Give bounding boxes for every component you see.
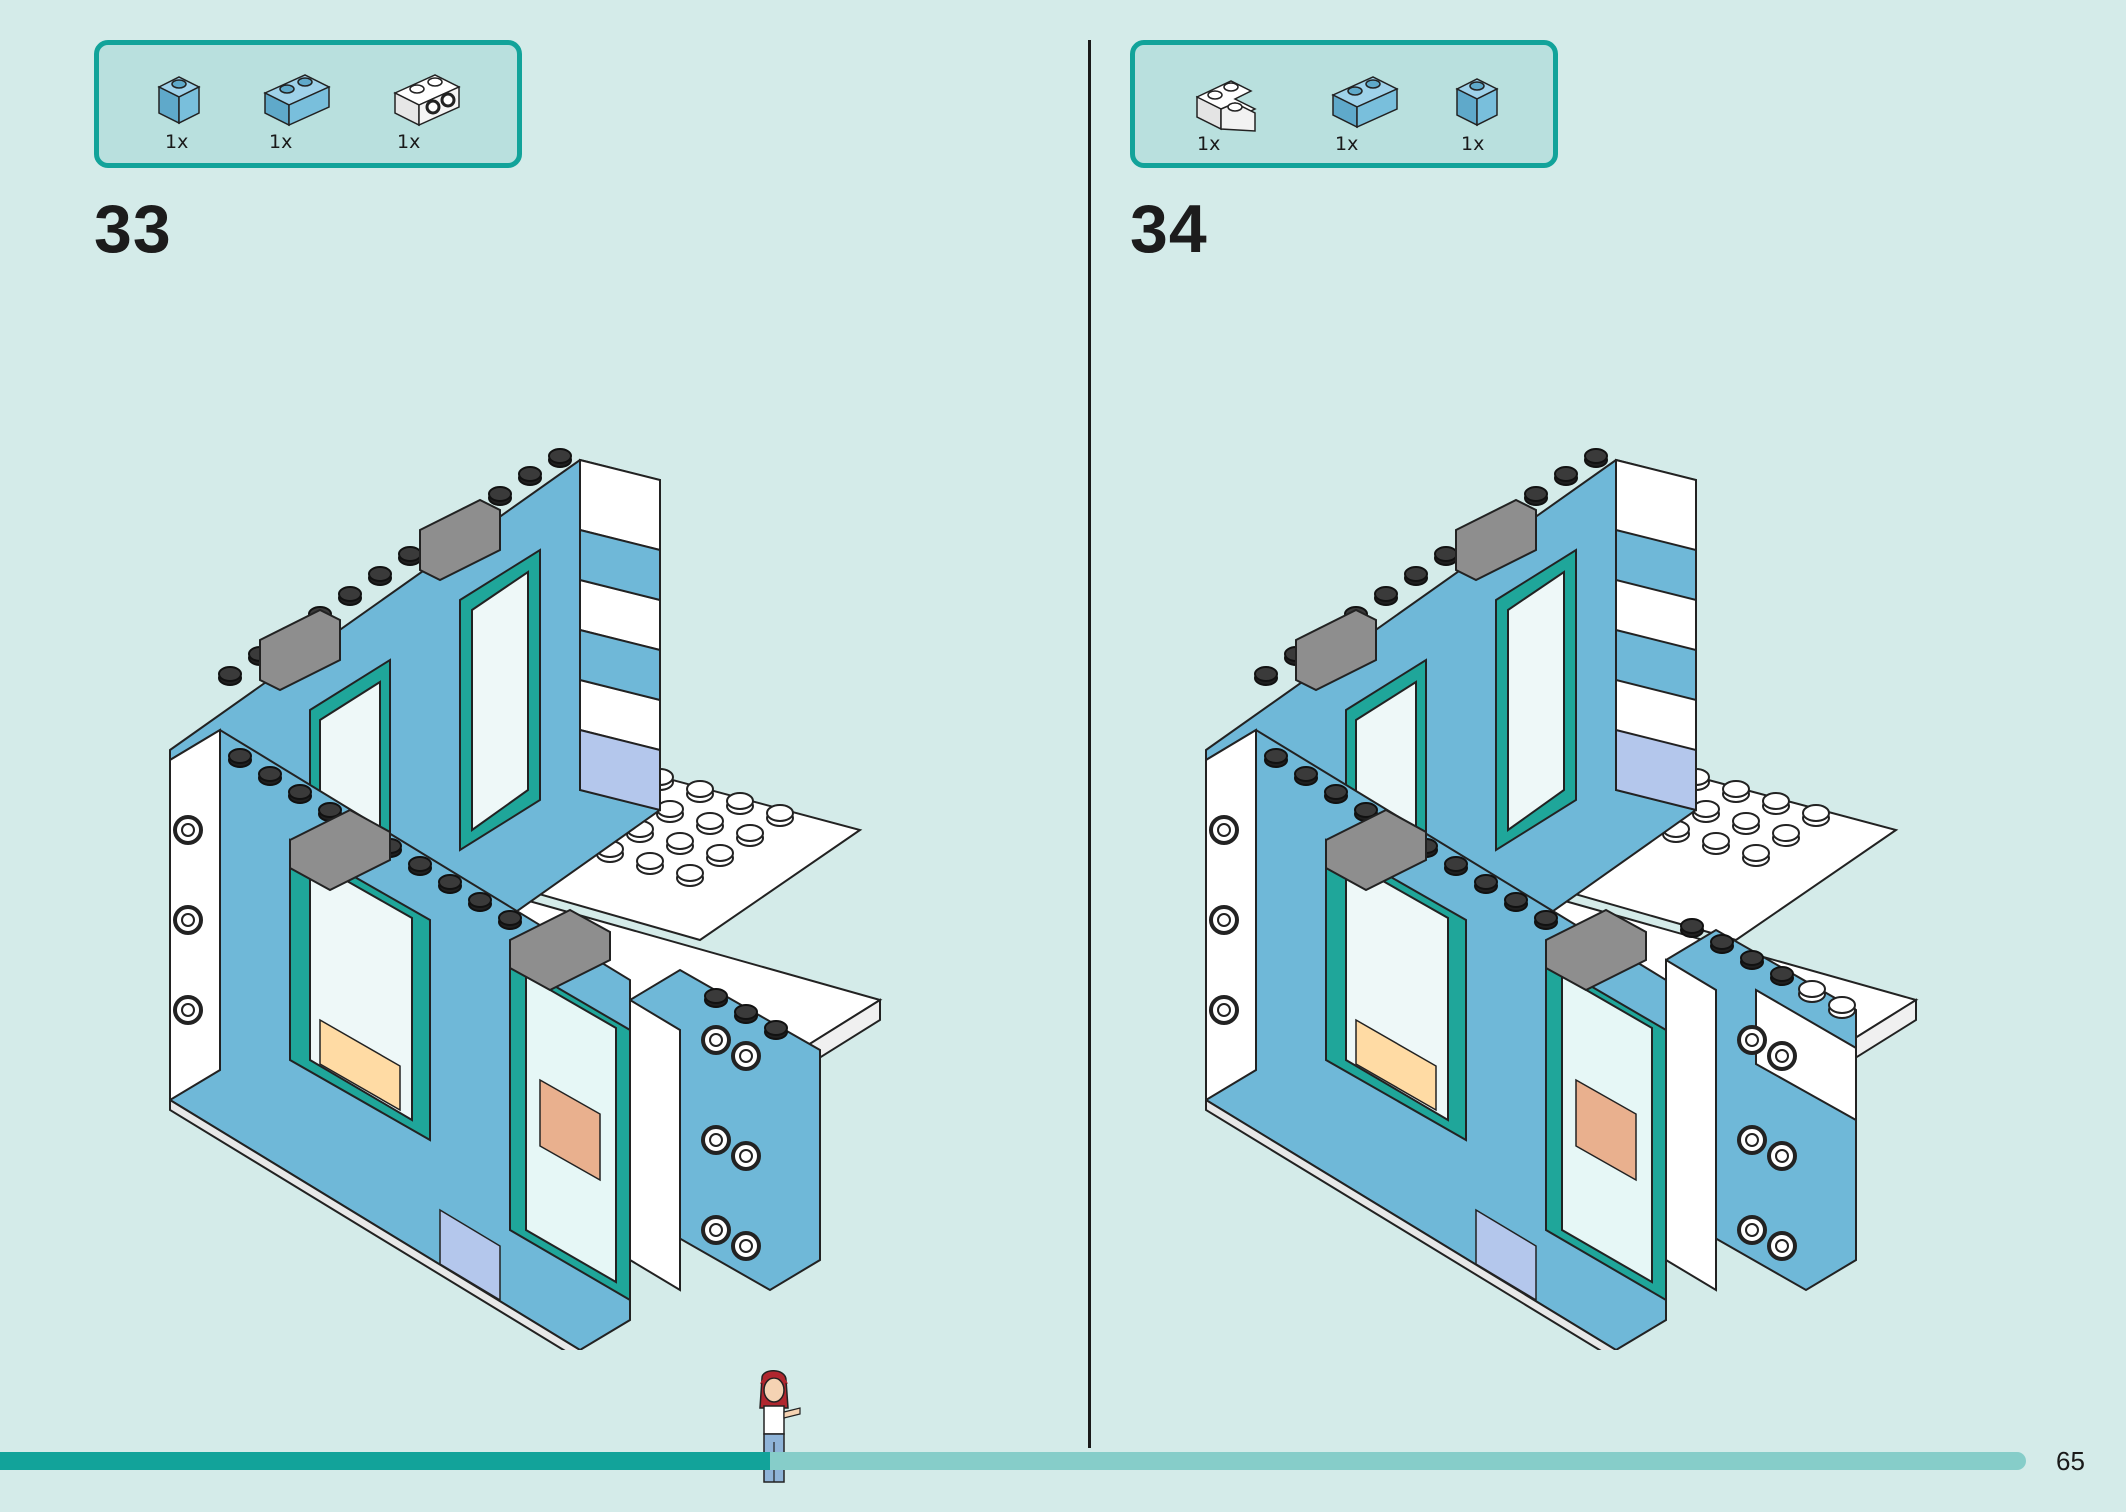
step-number: 34 <box>1130 191 1208 267</box>
part-qty: 1x <box>269 131 293 153</box>
page-divider <box>1088 40 1091 1448</box>
page-number: 65 <box>2056 1446 2085 1476</box>
part-item <box>1191 67 1281 157</box>
part-item <box>1327 67 1417 157</box>
part-qty: 1x <box>1461 133 1485 155</box>
brick-1x2-icon <box>263 74 331 127</box>
part-item <box>259 67 349 157</box>
page-progress-bar <box>0 1452 2026 1470</box>
brick-1x1-icon <box>1455 78 1499 127</box>
brick-1x2-icon <box>1331 76 1399 129</box>
part-qty: 1x <box>1197 133 1221 155</box>
part-item <box>389 67 479 157</box>
brick-side-studs-icon <box>393 74 461 127</box>
parts-callout-step-34: 1x 1x 1x <box>1130 40 1558 168</box>
page-progress-fill <box>0 1452 770 1470</box>
model-illustration-step-34 <box>1205 448 1919 1350</box>
step-number: 33 <box>94 191 172 267</box>
part-qty: 1x <box>397 131 421 153</box>
model-illustration-step-33 <box>169 448 883 1350</box>
part-qty: 1x <box>165 131 189 153</box>
brick-1x1-icon <box>157 76 201 125</box>
corner-brick-icon <box>1195 80 1257 132</box>
part-qty: 1x <box>1335 133 1359 155</box>
part-item <box>1447 67 1537 157</box>
part-item <box>149 67 239 157</box>
parts-callout-step-33: 1x 1x 1x <box>94 40 522 168</box>
